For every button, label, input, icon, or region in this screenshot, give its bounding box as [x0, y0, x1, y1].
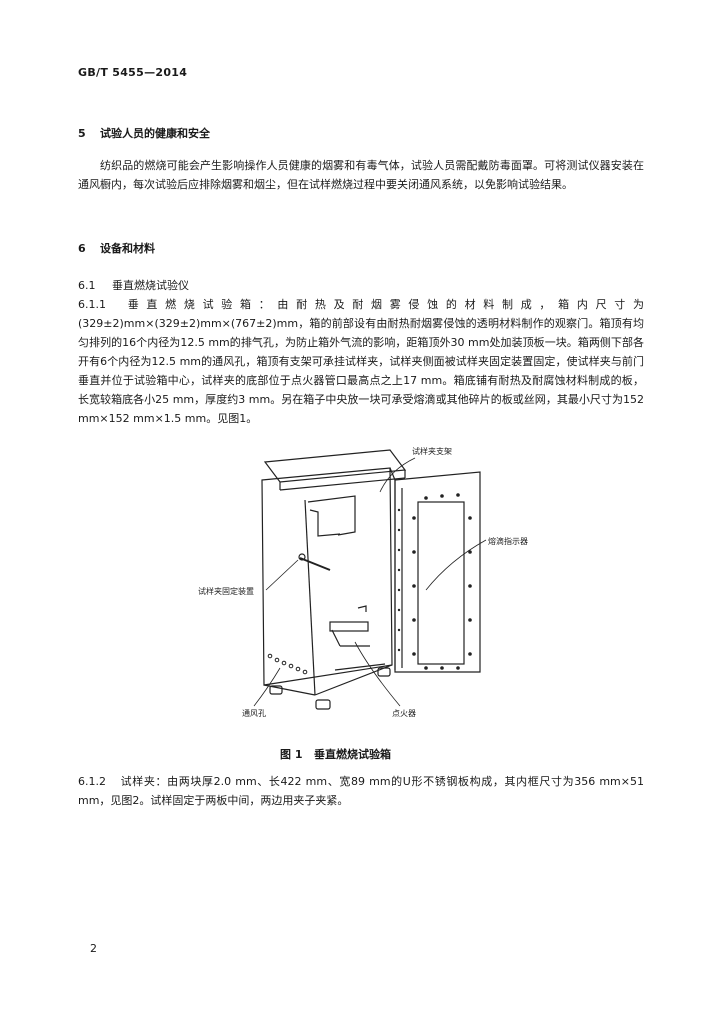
label-specimen-holder-support: 试样夹支架: [412, 446, 452, 456]
window-screws: [412, 493, 472, 670]
label-drip-indicator: 熔滴指示器: [488, 536, 528, 546]
section-6-1-heading: 6.1 垂直燃烧试验仪: [78, 277, 189, 293]
section-6-title: 设备和材料: [100, 242, 155, 255]
cabinet-foot: [269, 685, 283, 695]
section-6-heading: 6 设备和材料: [78, 240, 155, 256]
figure-1-caption-number: 图 1: [280, 748, 303, 761]
figure-1-caption: 图 1 垂直燃烧试验箱: [280, 746, 391, 762]
cabinet-body: [261, 467, 393, 686]
document-header: GB/T 5455—2014: [78, 66, 188, 79]
observation-window: [417, 501, 465, 665]
section-5-title: 试验人员的健康和安全: [100, 127, 210, 140]
section-5-number: 5: [78, 127, 86, 140]
section-6-1-title: 垂直燃烧试验仪: [112, 279, 189, 292]
section-6-1-2-body: 试样夹：由两块厚2.0 mm、长422 mm、宽89 mm的U形不锈钢板构成，其…: [78, 775, 644, 807]
cabinet-door: [394, 471, 481, 673]
label-igniter: 点火器: [392, 709, 416, 718]
section-6-1-1-body: 垂直燃烧试验箱：由耐热及耐烟雾侵蚀的材料制成，箱内尺寸为(329±2)mm×(3…: [78, 298, 644, 425]
section-5-heading: 5 试验人员的健康和安全: [78, 125, 210, 141]
section-5-body: 纺织品的燃烧可能会产生影响操作人员健康的烟雾和有毒气体，试验人员需配戴防毒面罩。…: [78, 159, 644, 191]
specimen-holder-support: [307, 495, 356, 536]
page-number: 2: [90, 942, 97, 955]
side-vent-holes: [267, 653, 308, 675]
label-vent-hole: 通风孔: [242, 708, 266, 718]
section-6-1-number: 6.1: [78, 279, 96, 292]
igniter: [329, 621, 369, 632]
figure-1-cabinet-drawing: 试样夹支架 熔滴指示器 试样夹固定装置 通风孔 点火器: [198, 446, 528, 718]
clamp-fixing-device: [298, 553, 306, 561]
cabinet-foot: [377, 667, 391, 677]
cabinet-foot: [315, 699, 331, 710]
figure-1-caption-title: 垂直燃烧试验箱: [314, 748, 391, 761]
label-clamp-fixing-device: 试样夹固定装置: [198, 586, 254, 596]
section-6-1-2-number: 6.1.2: [78, 775, 106, 788]
section-6-number: 6: [78, 242, 86, 255]
section-6-1-1-number: 6.1.1: [78, 298, 106, 311]
door-hinge-dots: [397, 508, 401, 652]
